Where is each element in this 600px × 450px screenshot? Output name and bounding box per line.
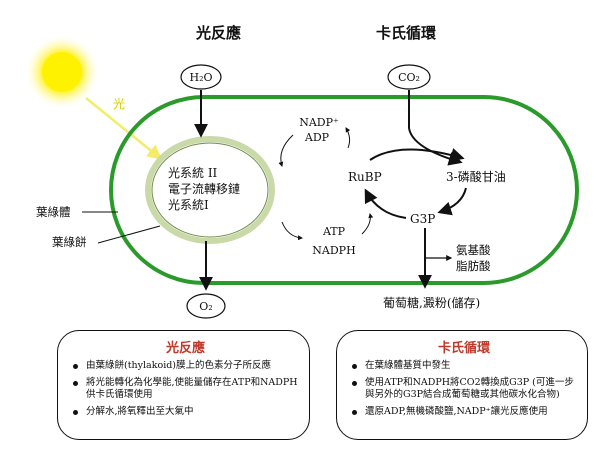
light-label: 光: [113, 97, 125, 111]
nadp-return-arrow: [278, 134, 294, 167]
rubp-label: RuBP: [348, 170, 382, 184]
calvin-cycle-summary: 卡氏循環 在葉綠體基質中發生 使用ATP和NADPH將CO2轉換成G3P (可進…: [336, 330, 588, 440]
title-light-reaction: 光反應: [195, 24, 241, 42]
adp-label: ADP: [304, 131, 330, 144]
sun-core: [42, 52, 82, 92]
water-node: [180, 64, 222, 90]
calvin-summary-item: 還原ADP,無機磷酸鹽,NADP⁺讓光反應使用: [351, 406, 577, 418]
title-calvin-cycle: 卡氏循環: [376, 24, 437, 42]
calvin-summary-title: 卡氏循環: [437, 341, 490, 356]
calvin-summary-list: 在葉綠體基質中發生 使用ATP和NADPH將CO2轉換成G3P (可進一步與另外…: [351, 360, 577, 418]
atp-to-cycle-arrow: [361, 213, 374, 235]
calvin-summary-item: 使用ATP和NADPH將CO2轉換成G3P (可進一步與另外的G3P結合成葡萄糖…: [351, 377, 577, 401]
light-summary-title: 光反應: [165, 341, 205, 356]
fatty-acid-label: 脂肪酸: [456, 259, 491, 273]
thylakoid-electron-transport: 電子流轉移鏈: [168, 181, 240, 196]
chloroplast-membrane: [109, 95, 579, 285]
thylakoid-photosystem-2: 光系統 II: [168, 166, 218, 180]
g3p-to-rubp-arrow: [364, 188, 407, 219]
water-label: H₂O: [189, 71, 212, 84]
light-summary-item: 將光能轉化為化學能,使能量儲存在ATP和NADPH供卡氏循環使用: [72, 377, 299, 401]
nadph-label: NADPH: [312, 244, 355, 257]
granum-inner: [151, 142, 269, 238]
light-ray-arrow: [85, 97, 163, 160]
adp-release-arrow: [345, 127, 351, 149]
calvin-summary-item: 在葉綠體基質中發生: [351, 360, 577, 372]
atp-output-arrow: [281, 221, 303, 241]
atp-label: ATP: [322, 225, 346, 238]
g3p-label: G3P: [410, 212, 435, 226]
rubp-to-pga-arrow: [369, 148, 465, 162]
storage-label: 葡萄糖,澱粉(儲存): [383, 295, 480, 310]
pga-label: 3-磷酸甘油: [446, 169, 506, 184]
nadp-label: NADP⁺: [299, 116, 339, 129]
light-reaction-summary: 光反應 由葉綠餅(thylakoid)膜上的色素分子所反應 將光能轉化為化學能,…: [57, 330, 310, 440]
granum-pointer: [97, 225, 161, 244]
light-summary-item: 分解水,將氧釋出至大氣中: [72, 406, 299, 418]
amino-acid-label: 氨基酸: [456, 243, 491, 257]
light-summary-list: 由葉綠餅(thylakoid)膜上的色素分子所反應 將光能轉化為化學能,使能量儲…: [72, 360, 299, 418]
thylakoid-photosystem-1: 光系統I: [168, 198, 209, 212]
co2-node: [387, 64, 431, 90]
oxygen-node: [186, 293, 226, 319]
chloroplast-label: 葉綠體: [36, 205, 71, 219]
pga-to-g3p-arrow: [437, 187, 467, 216]
granum-label: 葉綠餅: [52, 235, 87, 249]
co2-label: CO₂: [398, 71, 420, 84]
oxygen-label: O₂: [199, 300, 212, 313]
light-summary-item: 由葉綠餅(thylakoid)膜上的色素分子所反應: [72, 360, 299, 372]
